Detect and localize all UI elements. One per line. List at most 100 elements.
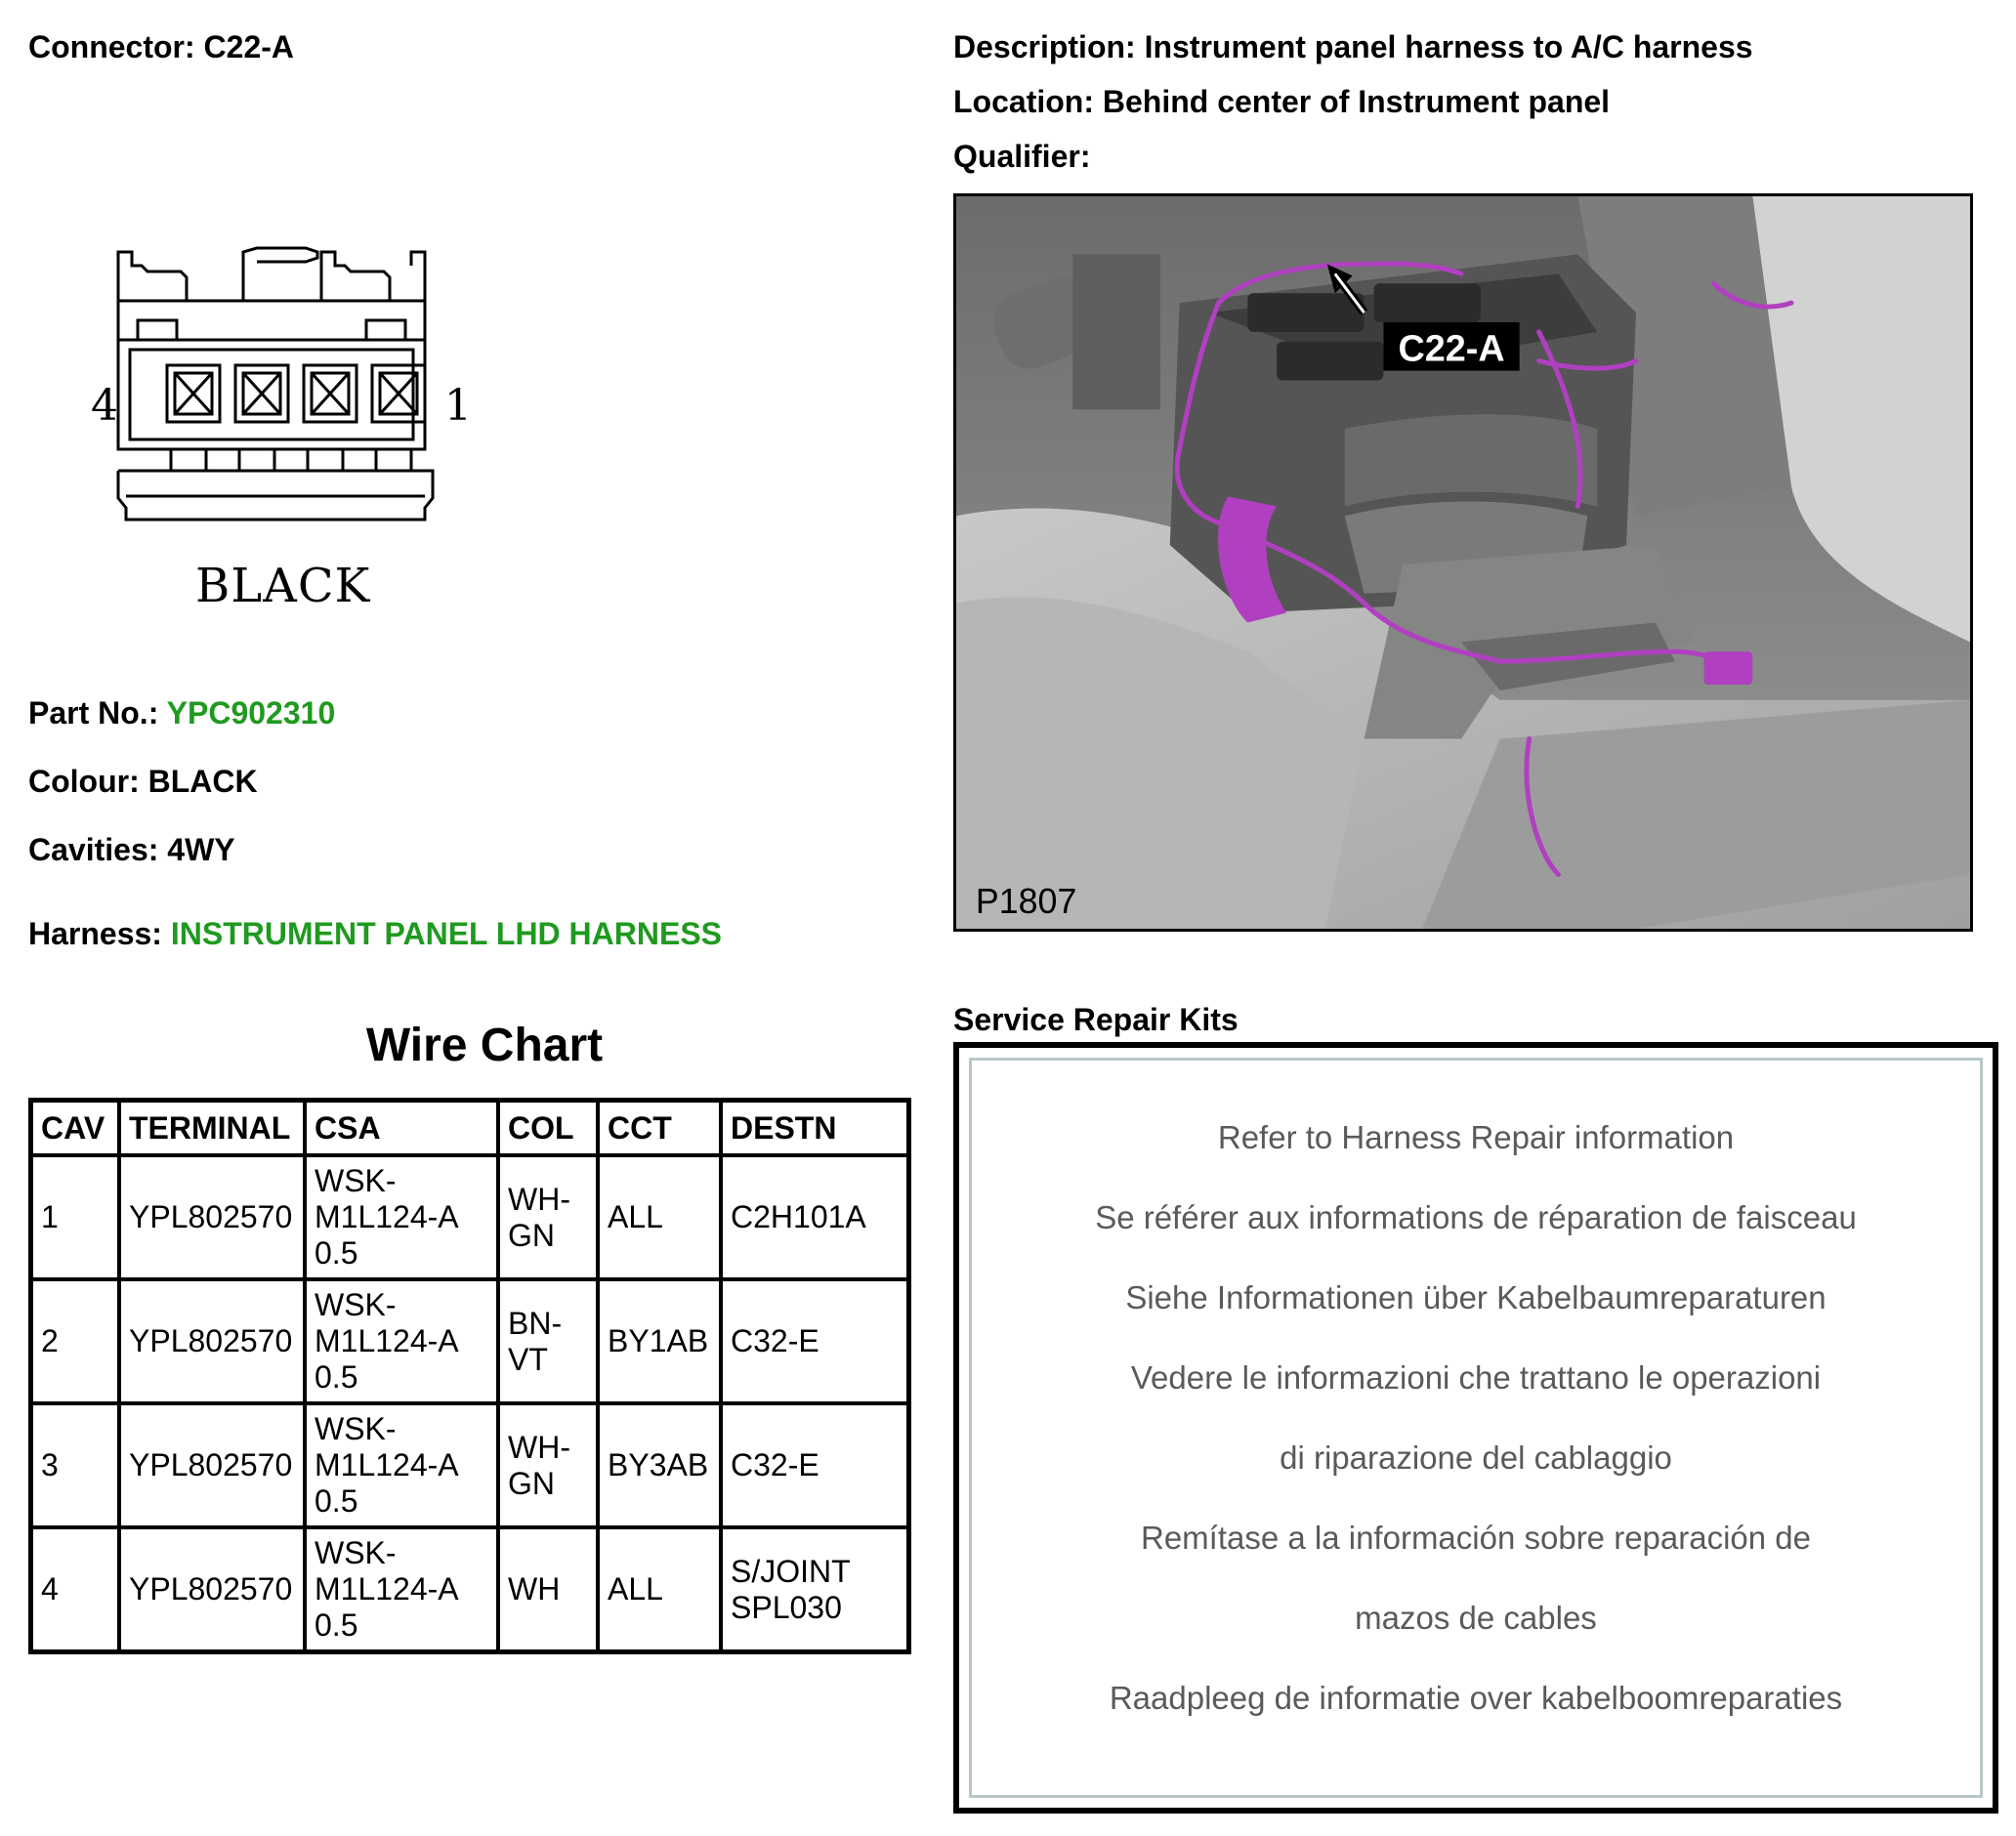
cell-cct: BY3AB xyxy=(596,1401,723,1529)
connector-heading: Connector: C22-A xyxy=(28,29,294,65)
header-cct: CCT xyxy=(596,1098,723,1157)
cell-cct: BY1AB xyxy=(596,1277,723,1405)
cell-cav: 3 xyxy=(28,1401,121,1529)
cell-destn: C32-E xyxy=(719,1277,911,1405)
repair-info-line: Siehe Informationen über Kabelbaumrepara… xyxy=(1125,1279,1827,1315)
service-repair-kits-box: Refer to Harness Repair information Se ré… xyxy=(953,1042,1998,1814)
colour-line: Colour: BLACK xyxy=(28,764,258,800)
qualifier-label: Qualifier: xyxy=(953,139,1091,174)
cell-cav: 2 xyxy=(28,1277,121,1405)
cell-csa-line: WSK- xyxy=(315,1535,397,1570)
colour-label: Colour: xyxy=(28,764,140,799)
cell-col: WH xyxy=(496,1525,600,1654)
photo-callout-label: C22-A xyxy=(1398,328,1504,369)
connector-outline xyxy=(116,246,435,522)
cell-col-line: WH- xyxy=(508,1181,570,1217)
description-value: Instrument panel harness to A/C harness xyxy=(1144,29,1753,64)
cavities-label: Cavities: xyxy=(28,832,159,867)
pin-number-left: 4 xyxy=(91,381,118,431)
cell-terminal: YPL802570 xyxy=(117,1153,307,1281)
cell-destn: C32-E xyxy=(719,1401,911,1529)
cell-col-line: GN xyxy=(508,1217,555,1253)
cell-cct: ALL xyxy=(596,1153,723,1281)
part-number-line: Part No.: YPC902310 xyxy=(28,695,335,731)
connector-label: Connector: xyxy=(28,29,195,64)
cell-csa-line: M1L124-A xyxy=(315,1571,459,1606)
description-line: Description: Instrument panel harness to… xyxy=(953,29,1753,65)
cell-destn-line: C2H101A xyxy=(731,1199,866,1234)
repair-info-line: Remítase a la información sobre reparaci… xyxy=(1140,1520,1812,1556)
location-line: Location: Behind center of Instrument pa… xyxy=(953,84,1610,120)
cavities-line: Cavities: 4WY xyxy=(28,832,235,868)
harness-line: Harness: INSTRUMENT PANEL LHD HARNESS xyxy=(28,916,722,952)
repair-info-line: Raadpleeg de informatie over kabelboomre… xyxy=(1109,1680,1843,1716)
cell-col-line: WH xyxy=(508,1571,561,1606)
cell-cav: 1 xyxy=(28,1153,121,1281)
cell-destn-line: S/JOINT xyxy=(731,1553,851,1589)
cell-terminal: YPL802570 xyxy=(117,1525,307,1654)
repair-info-line: mazos de cables xyxy=(1355,1600,1597,1636)
cell-col: WH-GN xyxy=(496,1401,600,1529)
connector-face-diagram: 4 1 xyxy=(83,244,474,537)
cell-col-line: BN- xyxy=(508,1305,563,1341)
cell-terminal: YPL802570 xyxy=(117,1277,307,1405)
service-repair-kits-title: Service Repair Kits xyxy=(953,1002,1239,1037)
cell-col-line: GN xyxy=(508,1465,555,1501)
cell-destn: C2H101A xyxy=(719,1153,911,1281)
repair-info-line: Vedere le informazioni che trattano le o… xyxy=(1130,1359,1822,1396)
cell-csa-line: 0.5 xyxy=(315,1235,358,1271)
header-terminal: TERMINAL xyxy=(117,1098,307,1157)
wire-chart-title: Wire Chart xyxy=(365,1020,604,1071)
cell-col: WH-GN xyxy=(496,1153,600,1281)
cell-csa-line: WSK- xyxy=(315,1163,397,1198)
cavities-value: 4WY xyxy=(167,832,235,867)
repair-info-line: di riparazione del cablaggio xyxy=(1280,1440,1672,1476)
connector-location-photo: C22-A P1807 xyxy=(953,193,1973,932)
header-cav: CAV xyxy=(28,1098,121,1157)
repair-info-line: Se référer aux informations de réparatio… xyxy=(1095,1199,1857,1235)
cell-col-line: VT xyxy=(508,1341,548,1377)
header-destn: DESTN xyxy=(719,1098,911,1157)
pin-number-right: 1 xyxy=(444,381,472,431)
header-col: COL xyxy=(496,1098,600,1157)
cell-cav: 4 xyxy=(28,1525,121,1654)
cell-col: BN-VT xyxy=(496,1277,600,1405)
harness-link[interactable]: INSTRUMENT PANEL LHD HARNESS xyxy=(170,916,723,951)
part-number-link[interactable]: YPC902310 xyxy=(166,695,336,730)
vehicle-interior-illustration: C22-A P1807 xyxy=(956,196,1970,929)
cell-csa-line: WSK- xyxy=(315,1287,397,1322)
photo-reference: P1807 xyxy=(976,882,1076,921)
wire-chart-header-row: CAV TERMINAL CSA COL CCT DESTN xyxy=(28,1098,911,1157)
qualifier-line: Qualifier: xyxy=(953,139,1090,175)
repair-info-line: Refer to Harness Repair information xyxy=(1217,1119,1735,1155)
colour-value: BLACK xyxy=(147,764,258,799)
service-repair-kits-inner: Refer to Harness Repair information Se ré… xyxy=(969,1058,1983,1798)
cell-csa-line: 0.5 xyxy=(315,1607,358,1643)
cell-csa-line: M1L124-A xyxy=(315,1447,459,1482)
cell-destn-line: C32-E xyxy=(731,1323,819,1358)
cell-terminal: YPL802570 xyxy=(117,1401,307,1529)
header-csa: CSA xyxy=(303,1098,500,1157)
part-number-label: Part No.: xyxy=(28,695,159,730)
cell-csa-line: M1L124-A xyxy=(315,1323,459,1358)
location-label: Location: xyxy=(953,84,1094,119)
cell-cct: ALL xyxy=(596,1525,723,1654)
connector-id: C22-A xyxy=(203,29,295,64)
location-value: Behind center of Instrument panel xyxy=(1102,84,1611,119)
cell-destn-line: SPL030 xyxy=(731,1589,842,1625)
cell-csa-line: 0.5 xyxy=(315,1483,358,1519)
cell-csa-line: M1L124-A xyxy=(315,1199,459,1234)
harness-label: Harness: xyxy=(28,916,162,951)
cell-csa-line: WSK- xyxy=(315,1411,397,1446)
description-label: Description: xyxy=(953,29,1136,64)
